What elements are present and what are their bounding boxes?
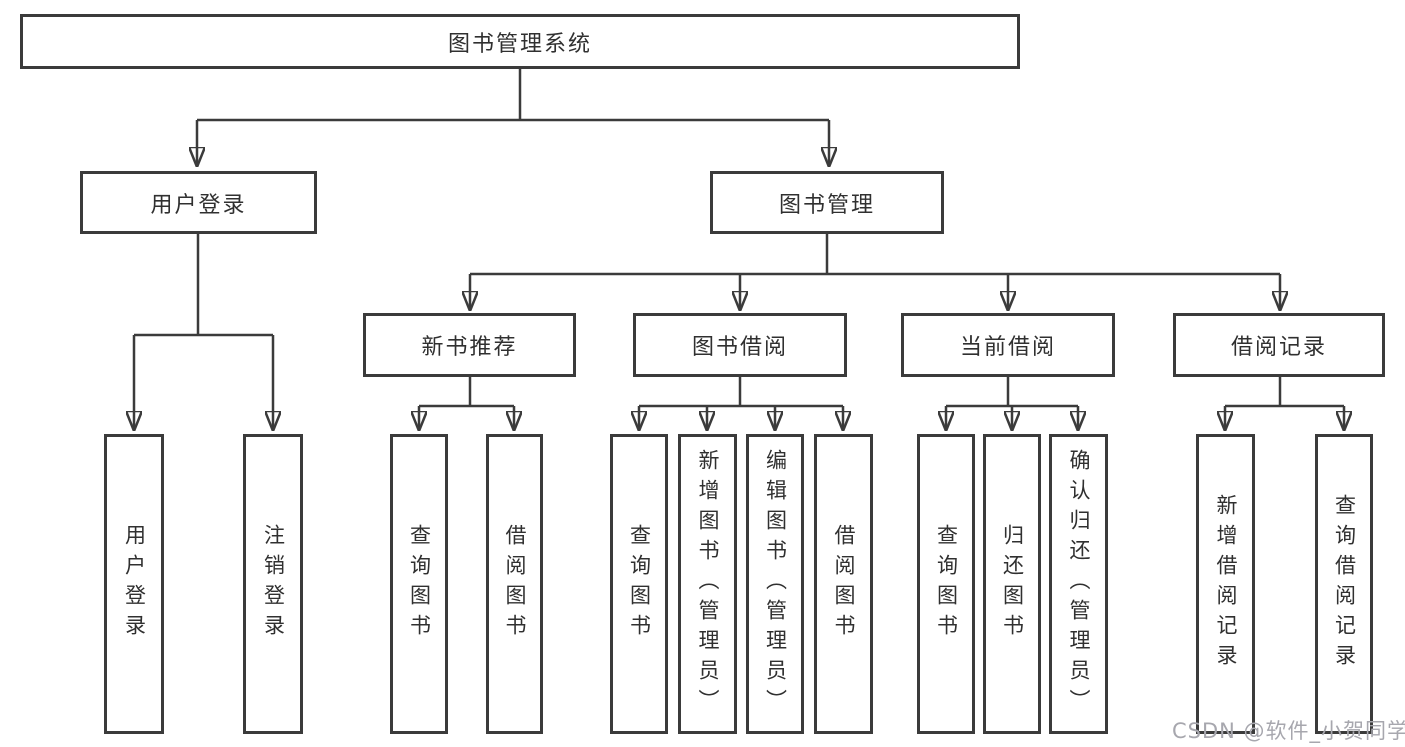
leaf-recommend-borrow-books: 借阅图书 <box>486 434 543 734</box>
leaf-current-confirm-return-admin: 确认归还（管理员） <box>1049 434 1108 734</box>
leaf-records-query-record: 查询借阅记录 <box>1315 434 1373 734</box>
connector-current-borrow-bar <box>946 377 1078 408</box>
leaf-label: 借阅图书 <box>503 524 528 644</box>
leaf-borrow-add-books-admin: 新增图书（管理员） <box>678 434 737 734</box>
leaf-user-login: 用户登录 <box>104 434 164 734</box>
leaf-label: 新增借阅记录 <box>1214 494 1239 674</box>
leaf-current-query-books: 查询图书 <box>917 434 975 734</box>
connector-borrow-records-bar <box>1225 377 1344 408</box>
leaf-logout: 注销登录 <box>243 434 303 734</box>
connector-root-bar <box>197 69 829 122</box>
connector-book-management-bar <box>470 234 1280 276</box>
leaf-label: 用户登录 <box>122 524 147 644</box>
leaf-borrow-query-books: 查询图书 <box>610 434 668 734</box>
leaf-label: 新增图书（管理员） <box>696 449 721 719</box>
leaf-label: 注销登录 <box>261 524 286 644</box>
leaf-label: 查询借阅记录 <box>1332 494 1357 674</box>
leaf-label: 查询图书 <box>934 524 959 644</box>
node-book-management: 图书管理 <box>710 171 944 234</box>
leaf-label: 借阅图书 <box>832 524 857 644</box>
connector-user-login-bar <box>134 234 273 337</box>
leaf-label: 归还图书 <box>1000 524 1025 644</box>
leaf-recommend-query-books: 查询图书 <box>390 434 448 734</box>
leaf-borrow-edit-books-admin: 编辑图书（管理员） <box>746 434 804 734</box>
node-new-book-recommend: 新书推荐 <box>363 313 576 377</box>
leaf-records-add-record: 新增借阅记录 <box>1196 434 1255 734</box>
leaf-borrow-borrow-books: 借阅图书 <box>814 434 873 734</box>
leaf-label: 编辑图书（管理员） <box>763 449 788 719</box>
leaf-label: 查询图书 <box>627 524 652 644</box>
connector-new-book-recommend-bar <box>419 377 514 408</box>
node-book-borrow: 图书借阅 <box>633 313 847 377</box>
leaf-label: 确认归还（管理员） <box>1067 449 1092 719</box>
csdn-watermark: CSDN @软件_小贺同学 <box>1172 719 1405 743</box>
node-root-system: 图书管理系统 <box>20 14 1020 69</box>
leaf-label: 查询图书 <box>407 524 432 644</box>
node-borrow-records: 借阅记录 <box>1173 313 1385 377</box>
node-user-login: 用户登录 <box>80 171 317 234</box>
leaf-current-return-books: 归还图书 <box>983 434 1041 734</box>
node-current-borrow: 当前借阅 <box>901 313 1115 377</box>
connector-book-borrow-bar <box>639 377 843 408</box>
